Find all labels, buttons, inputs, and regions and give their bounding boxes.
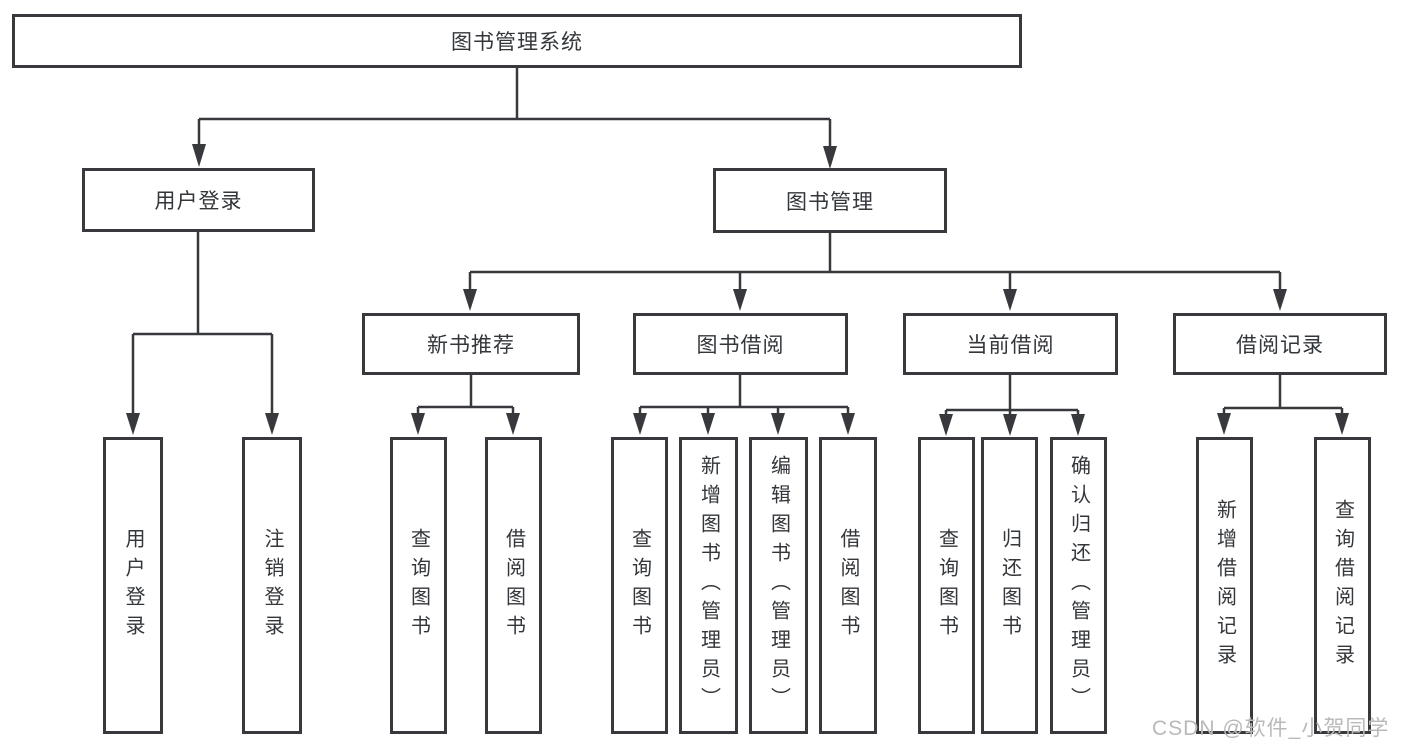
leaf-nbr-borrow-books: 借阅图书: [485, 437, 542, 734]
node-root: 图书管理系统: [12, 14, 1022, 68]
leaf-logout-label: 注销登录: [261, 527, 283, 644]
leaf-bb-query-books-label: 查询图书: [628, 527, 651, 644]
node-book-management: 图书管理: [713, 168, 947, 233]
leaf-user-login: 用户登录: [103, 437, 163, 734]
node-book-borrow: 图书借阅: [633, 313, 848, 375]
leaf-bb-add-book-admin-label: 新增图书（管理员）: [697, 455, 720, 716]
leaf-user-login-label: 用户登录: [122, 527, 144, 644]
node-book-borrow-label: 图书借阅: [696, 334, 785, 357]
leaf-br-query-record-label: 查询借阅记录: [1331, 498, 1354, 673]
node-user-login-label: 用户登录: [154, 190, 243, 213]
node-current-borrow-label: 当前借阅: [966, 334, 1055, 357]
leaf-cb-confirm-return-admin: 确认归还（管理员）: [1050, 437, 1107, 734]
leaf-br-query-record: 查询借阅记录: [1314, 437, 1371, 734]
leaf-cb-query-books: 查询图书: [918, 437, 975, 734]
leaf-cb-return-books: 归还图书: [981, 437, 1038, 734]
leaf-nbr-query-books-label: 查询图书: [407, 527, 430, 644]
leaf-bb-edit-book-admin-label: 编辑图书（管理员）: [767, 455, 790, 716]
csdn-watermark: CSDN @软件_小贺同学: [1152, 717, 1390, 740]
leaf-cb-confirm-return-admin-label: 确认归还（管理员）: [1067, 455, 1090, 716]
leaf-br-add-record: 新增借阅记录: [1196, 437, 1253, 734]
leaf-cb-return-books-label: 归还图书: [998, 527, 1021, 644]
leaf-bb-borrow-books-label: 借阅图书: [837, 527, 859, 644]
leaf-cb-query-books-label: 查询图书: [935, 527, 958, 644]
node-new-book-recommend-label: 新书推荐: [427, 334, 515, 357]
leaf-logout: 注销登录: [242, 437, 302, 734]
node-borrow-records: 借阅记录: [1173, 313, 1387, 375]
node-root-label: 图书管理系统: [451, 31, 583, 54]
leaf-bb-query-books: 查询图书: [611, 437, 668, 734]
node-current-borrow: 当前借阅: [903, 313, 1118, 375]
leaf-bb-borrow-books: 借阅图书: [819, 437, 877, 734]
node-new-book-recommend: 新书推荐: [362, 313, 580, 375]
leaf-bb-edit-book-admin: 编辑图书（管理员）: [749, 437, 808, 734]
node-user-login: 用户登录: [82, 168, 315, 232]
leaf-nbr-query-books: 查询图书: [390, 437, 447, 734]
node-book-management-label: 图书管理: [786, 190, 874, 214]
leaf-nbr-borrow-books-label: 借阅图书: [502, 527, 525, 644]
leaf-bb-add-book-admin: 新增图书（管理员）: [679, 437, 738, 734]
node-borrow-records-label: 借阅记录: [1236, 334, 1324, 357]
leaf-br-add-record-label: 新增借阅记录: [1213, 498, 1236, 673]
